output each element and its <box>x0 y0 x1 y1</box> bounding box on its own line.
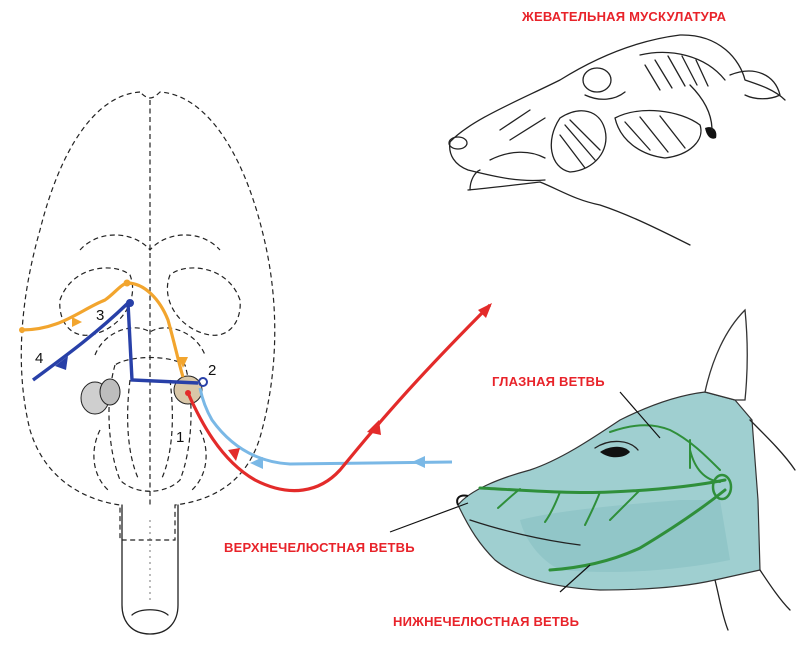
number-1: 1 <box>176 429 184 446</box>
brain-outline <box>20 91 276 541</box>
label-maxillary-branch: ВЕРХНЕЧЕЛЮСТНАЯ ВЕТВЬ <box>224 540 415 555</box>
orange-nerve-path <box>19 279 188 378</box>
spinal-cord <box>121 504 179 635</box>
ganglion-left <box>80 378 121 415</box>
dog-head-illustration <box>456 308 796 631</box>
label-ophthalmic-branch: ГЛАЗНАЯ ВЕТВЬ <box>492 374 605 389</box>
number-2: 2 <box>208 362 216 379</box>
dark-blue-nerve-path <box>31 299 208 387</box>
nerve-branches-green <box>478 424 733 572</box>
number-3: 3 <box>96 307 104 324</box>
mastication-muscles-sketch <box>448 34 786 246</box>
red-nerve-path <box>185 303 492 493</box>
label-masticatory-muscles: ЖЕВАТЕЛЬНАЯ МУСКУЛАТУРА <box>521 9 727 24</box>
light-blue-nerve-path <box>198 387 453 469</box>
label-pointers <box>389 391 661 593</box>
number-4: 4 <box>35 350 43 367</box>
label-mandibular-branch: НИЖНЕЧЕЛЮСТНАЯ ВЕТВЬ <box>393 614 579 629</box>
